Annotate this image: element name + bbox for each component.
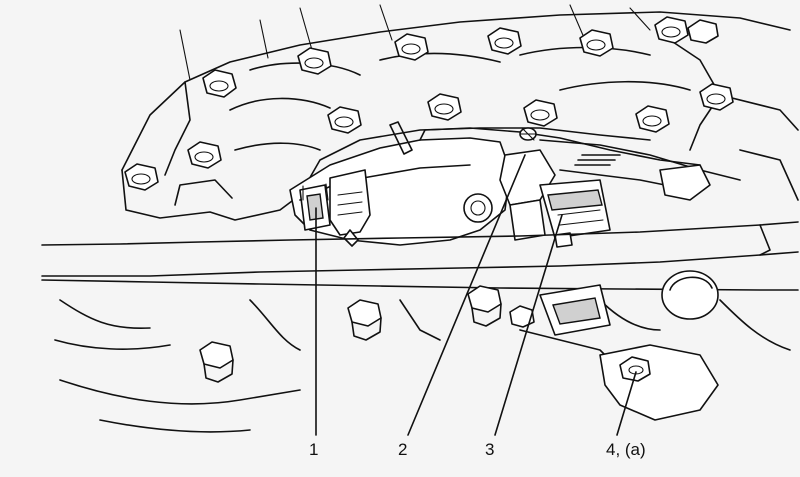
bolt-icon bbox=[202, 69, 237, 98]
bolt-icon bbox=[687, 19, 719, 44]
bolt-icon bbox=[347, 299, 382, 341]
bolt-icon bbox=[394, 33, 429, 61]
coupler-1 bbox=[299, 183, 331, 231]
lower-bolts bbox=[199, 285, 651, 383]
bolt-heads bbox=[124, 16, 734, 191]
bolt-icon bbox=[427, 93, 462, 121]
bolt-icon bbox=[635, 105, 670, 133]
connector-3 bbox=[539, 179, 611, 248]
bolt-icon bbox=[523, 99, 558, 127]
leader-line-2 bbox=[407, 154, 526, 436]
bolt-icon bbox=[487, 27, 522, 55]
bolt-icon bbox=[187, 141, 222, 169]
bolt-icon bbox=[509, 305, 535, 328]
lower-crankcase bbox=[54, 270, 791, 433]
leader-line-4 bbox=[616, 371, 637, 436]
crankcase-boundary bbox=[41, 221, 799, 291]
bolt-icon bbox=[297, 47, 332, 75]
bolt-icon bbox=[124, 163, 159, 191]
callout-label-1: 1 bbox=[309, 440, 319, 459]
leader-line-3 bbox=[494, 214, 563, 436]
bolt-icon bbox=[199, 341, 234, 383]
callout-label-3: 3 bbox=[485, 440, 495, 459]
bolt-icon bbox=[467, 285, 502, 327]
bolt-icon bbox=[327, 106, 362, 134]
leader-lines bbox=[315, 154, 637, 436]
bolt-icon bbox=[699, 83, 734, 111]
bolt-icon bbox=[619, 356, 651, 382]
sensor-body bbox=[329, 169, 371, 247]
callout-label-2: 2 bbox=[398, 440, 408, 459]
bolt-icon bbox=[579, 29, 614, 57]
callout-label-4: 4, (a) bbox=[606, 440, 646, 459]
bolt-icon bbox=[654, 16, 689, 44]
